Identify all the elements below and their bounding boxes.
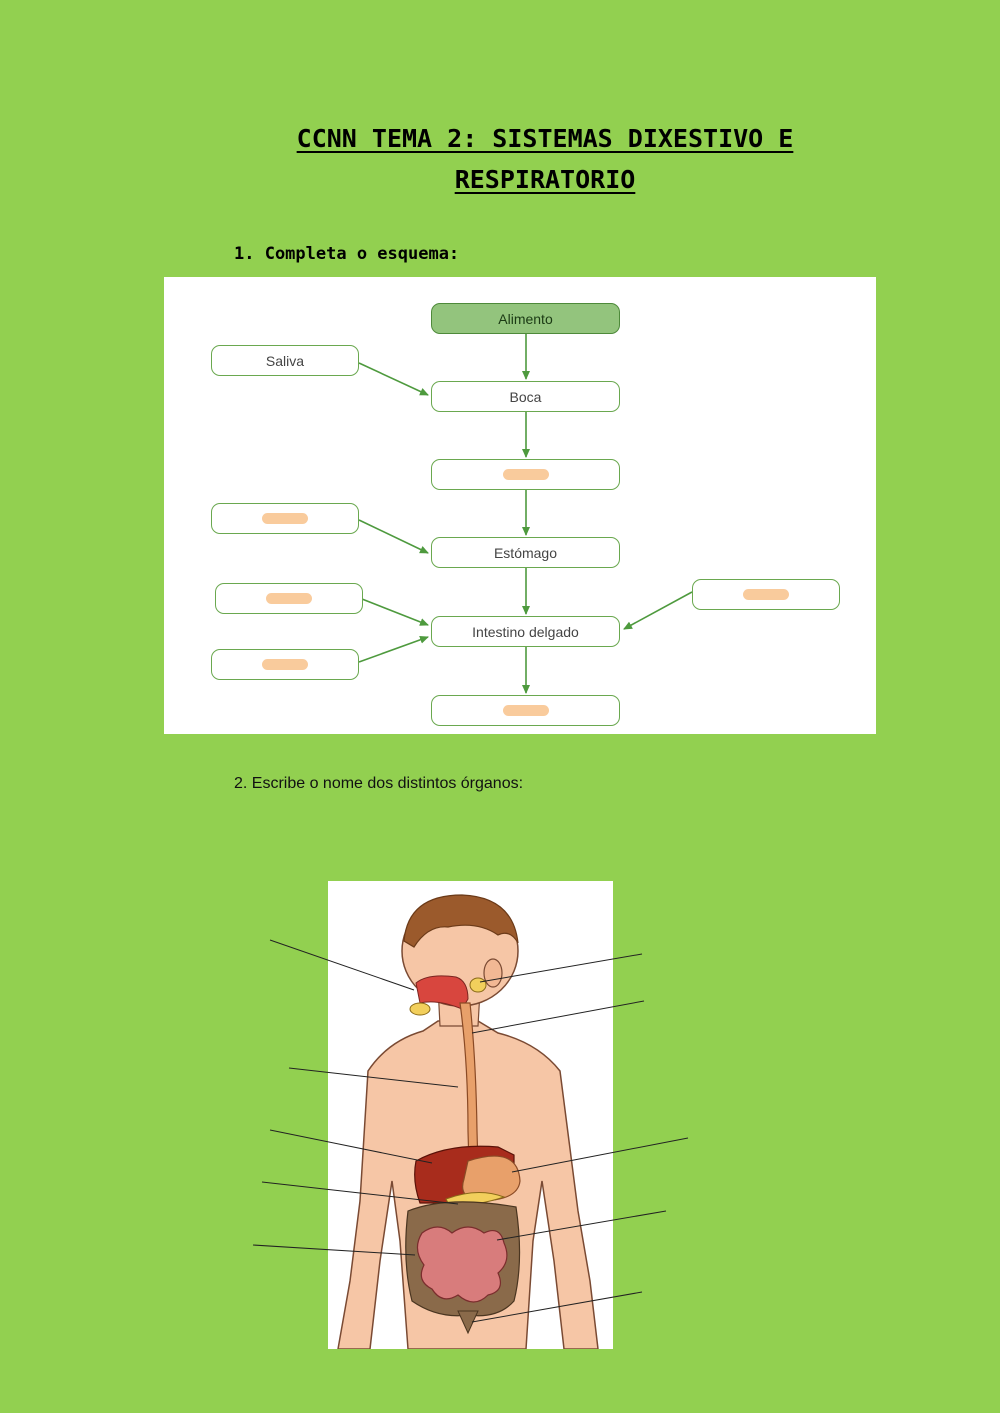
leader-line xyxy=(261,1181,459,1205)
leader-line xyxy=(252,1244,416,1256)
box-estomago: Estómago xyxy=(431,537,620,568)
box-blank-1 xyxy=(431,459,620,490)
small-intestine xyxy=(416,1226,508,1303)
hair xyxy=(403,894,519,948)
digestive-system-illustration xyxy=(328,881,613,1350)
box-intestino-label: Intestino delgado xyxy=(472,623,579,640)
blank-field[interactable] xyxy=(502,705,549,716)
leader-line xyxy=(288,1067,459,1088)
box-blank-left-3 xyxy=(211,649,359,680)
arrow-right-intestino xyxy=(623,591,693,630)
leader-line xyxy=(479,953,643,983)
page-title: CCNN TEMA 2: SISTEMAS DIXESTIVO E RESPIR… xyxy=(190,118,900,200)
leader-line xyxy=(471,1291,643,1323)
box-blank-left-2 xyxy=(215,583,363,614)
arrow-left2-intestino xyxy=(361,598,429,626)
blank-field[interactable] xyxy=(262,659,308,670)
leader-line xyxy=(269,1129,433,1164)
box-blank-bottom xyxy=(431,695,620,726)
box-alimento-label: Alimento xyxy=(498,310,553,327)
ear xyxy=(483,958,503,988)
stomach xyxy=(462,1155,521,1202)
leader-line xyxy=(496,1210,667,1241)
leader-line xyxy=(269,939,415,991)
title-line-2: RESPIRATORIO xyxy=(454,165,636,194)
box-estomago-label: Estómago xyxy=(493,544,558,561)
question-2: 2. Escribe o nome dos distintos órganos: xyxy=(234,775,524,792)
box-saliva-label: Saliva xyxy=(265,352,305,369)
box-intestino-delgado: Intestino delgado xyxy=(431,616,620,647)
mouth-cavity xyxy=(415,975,469,1010)
box-blank-left-1 xyxy=(211,503,359,534)
scheme-arrows xyxy=(358,333,693,694)
salivary-gland xyxy=(409,1002,431,1016)
arrow-left3-intestino xyxy=(358,635,429,663)
leader-line xyxy=(471,1000,645,1034)
leader-line xyxy=(511,1137,689,1173)
box-boca: Boca xyxy=(431,381,620,412)
blank-field[interactable] xyxy=(743,589,789,600)
body-figure xyxy=(337,894,599,1350)
blank-field[interactable] xyxy=(266,593,312,604)
title-line-1: CCNN TEMA 2: SISTEMAS DIXESTIVO E xyxy=(296,124,794,153)
digestion-scheme: Alimento Saliva Boca Estómago Intestino … xyxy=(164,277,876,734)
blank-field[interactable] xyxy=(262,513,308,524)
box-boca-label: Boca xyxy=(509,388,542,405)
box-alimento: Alimento xyxy=(431,303,620,334)
arrow-left1-estomago xyxy=(358,519,429,554)
blank-field[interactable] xyxy=(502,469,549,480)
arrow-saliva-boca xyxy=(358,362,429,396)
question-1: 1. Completa o esquema: xyxy=(234,244,460,264)
box-blank-right xyxy=(692,579,840,610)
box-saliva: Saliva xyxy=(211,345,359,376)
